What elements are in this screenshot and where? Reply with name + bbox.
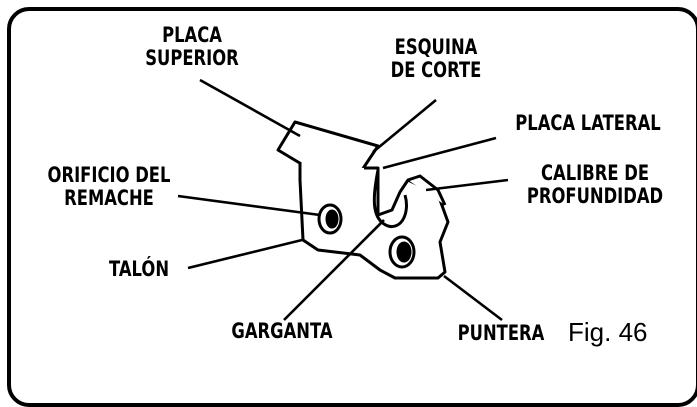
leader-placa-superior (199, 78, 301, 138)
leader-calibre (425, 178, 509, 192)
leader-talon (187, 238, 303, 270)
throat-curve (372, 169, 408, 229)
label-calibre-de-profundidad: CALIBRE DE PROFUNDIDAD (521, 162, 669, 208)
leader-garganta (283, 219, 385, 321)
cutter-drawing (276, 120, 450, 280)
label-calibre-line1: CALIBRE DE (540, 161, 650, 185)
leader-puntera (443, 274, 503, 322)
label-orificio-del-remache: ORIFICIO DEL REMACHE (35, 164, 183, 210)
label-talon: TALÓN (96, 258, 182, 281)
leader-orificio (177, 194, 321, 217)
label-puntera: PUNTERA (450, 322, 551, 345)
figure-caption: Fig. 46 (568, 317, 648, 347)
chain-cutter-diagram (177, 78, 509, 322)
top-plate-shape (276, 120, 380, 172)
label-esquina-line1: ESQUINA (394, 35, 478, 59)
label-placa-lateral-text: PLACA LATERAL (515, 111, 661, 135)
label-garganta-text: GARGANTA (231, 319, 333, 343)
leader-lines (177, 78, 509, 322)
label-orificio-line2: REMACHE (64, 186, 154, 210)
label-esquina-de-corte: ESQUINA DE CORTE (389, 36, 483, 82)
label-placa-superior: PLACA SUPERIOR (145, 24, 239, 70)
label-garganta: GARGANTA (227, 320, 336, 343)
leader-placa-lateral (382, 136, 497, 170)
leader-esquina-de-corte (372, 98, 437, 154)
label-esquina-line2: DE CORTE (390, 58, 482, 82)
label-placa-superior-line2: SUPERIOR (145, 46, 239, 70)
label-calibre-line2: PROFUNDIDAD (526, 184, 664, 208)
label-talon-text: TALÓN (108, 257, 170, 281)
label-placa-superior-line1: PLACA (162, 23, 222, 47)
label-puntera-text: PUNTERA (457, 321, 545, 345)
label-orificio-line1: ORIFICIO DEL (47, 163, 171, 187)
label-placa-lateral: PLACA LATERAL (502, 112, 674, 135)
